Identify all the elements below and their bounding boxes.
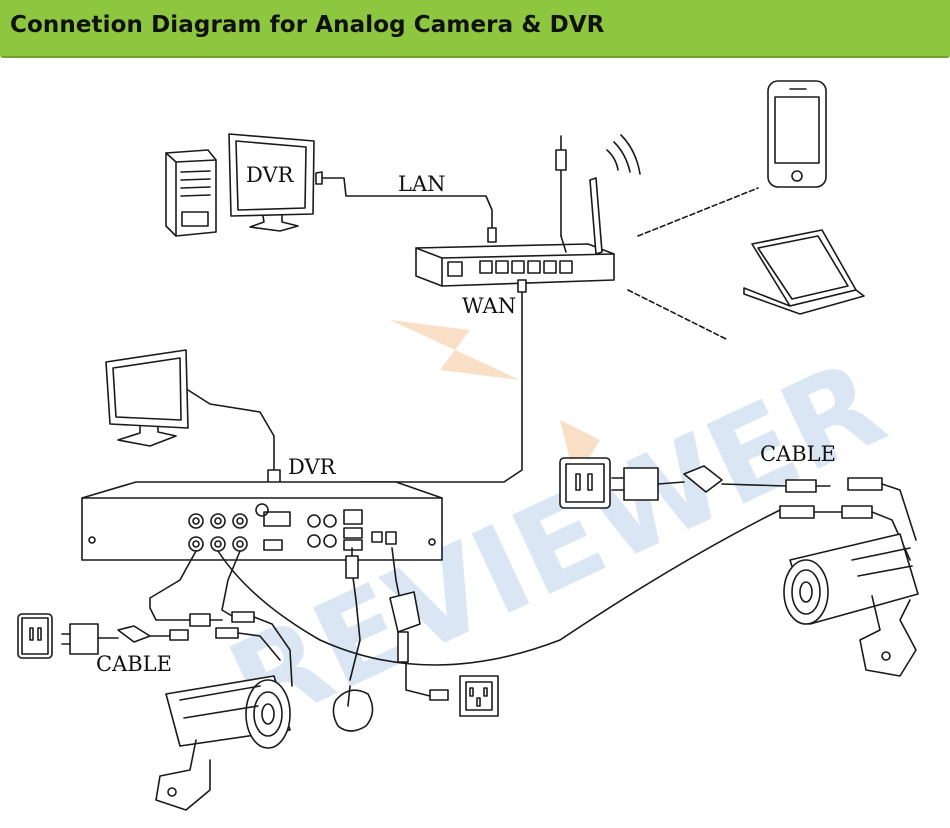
bullet-camera-icon: [783, 533, 919, 677]
bullet-camera-icon: [155, 675, 291, 811]
wall-socket-icon: [459, 675, 499, 717]
power-adapter-icon: [61, 623, 189, 655]
smartphone-icon: [767, 80, 827, 188]
power-adapter-icon: [389, 591, 421, 663]
cable-label-right: CABLE: [760, 442, 836, 466]
wan-label: WAN: [462, 294, 517, 318]
wall-socket-icon: [559, 457, 611, 509]
monitor-icon: [105, 349, 189, 447]
cable-label-left: CABLE: [96, 652, 172, 676]
dvr-label: DVR: [288, 455, 336, 479]
mouse-icon: [332, 685, 374, 732]
monitor-icon: [228, 133, 315, 232]
laptop-icon: [743, 229, 865, 315]
lan-label: LAN: [398, 172, 446, 196]
wall-socket-icon: [17, 613, 53, 659]
title-banner: Connetion Diagram for Analog Camera & DV…: [0, 0, 950, 58]
router-icon: [415, 134, 641, 287]
power-adapter-icon: [611, 465, 917, 541]
page-title: Connetion Diagram for Analog Camera & DV…: [10, 12, 605, 38]
dvr-box-icon: [81, 481, 443, 561]
monitor-screen-label: DVR: [246, 163, 294, 187]
pc-tower-icon: [165, 149, 217, 237]
